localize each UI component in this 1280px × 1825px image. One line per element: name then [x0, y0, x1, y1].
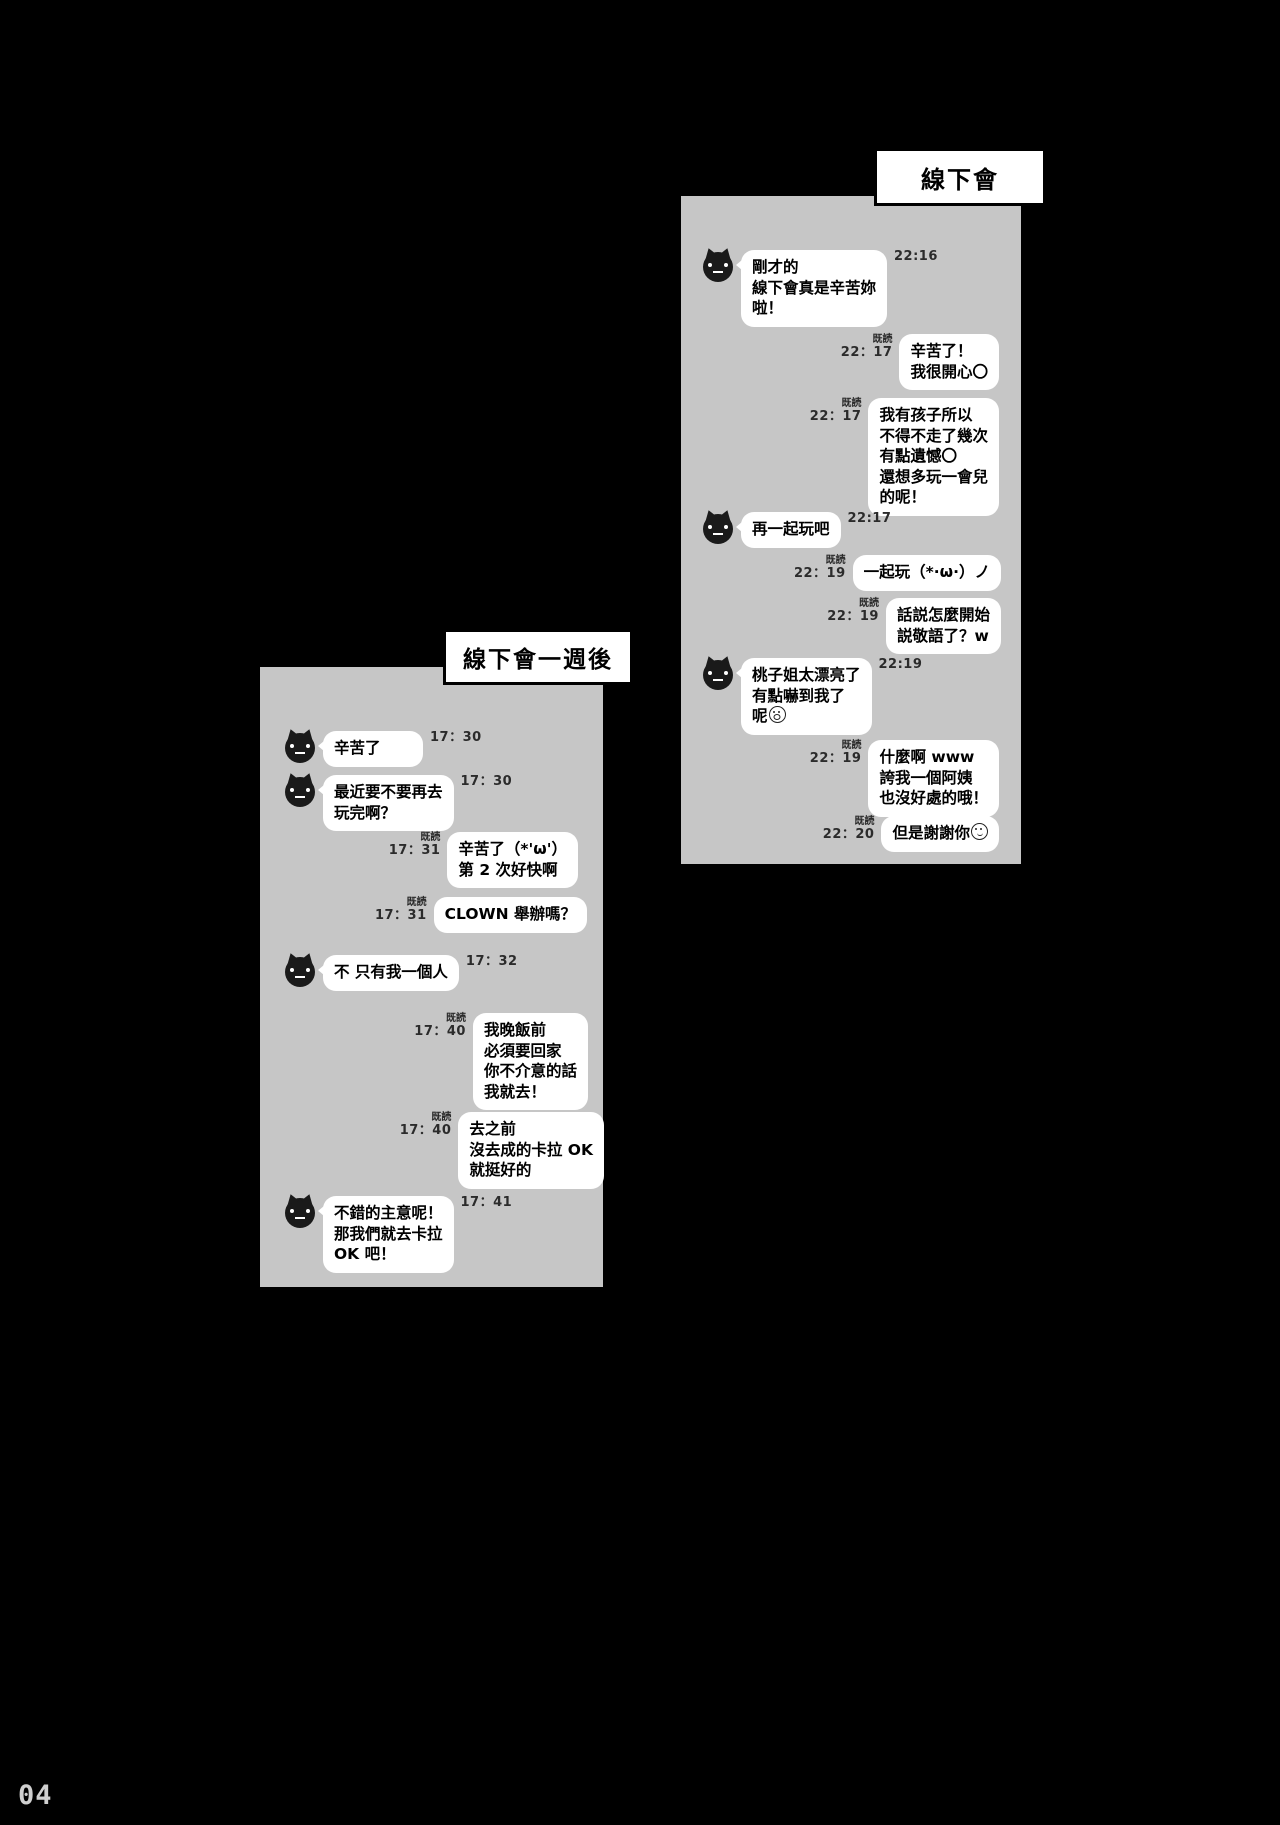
read-receipt: 既読	[841, 740, 862, 751]
message-bubble: 什麼啊 www 誇我一個阿姨 也沒好處的哦！	[868, 740, 999, 817]
smiling-face-emoji-icon	[971, 823, 988, 840]
message-meta: 既読 17：40	[400, 1112, 452, 1140]
message-row: 剛才的 線下會真是辛苦妳 啦！ 22:16	[703, 249, 938, 327]
message-row: 去之前 沒去成的卡拉 OK 就挺好的 既読 17：40	[400, 1112, 604, 1189]
message-row: 辛苦了 17：30	[285, 730, 482, 767]
read-receipt: 既読	[825, 555, 846, 566]
message-time: 17：31	[374, 907, 427, 923]
message-row: 最近要不要再去 玩完啊？ 17：30	[285, 774, 513, 832]
message-time: 17：32	[465, 954, 518, 969]
message-time: 22：19	[793, 565, 846, 581]
message-meta: 17：32	[465, 954, 518, 972]
message-meta: 既読 17：31	[375, 897, 427, 925]
message-bubble: 去之前 沒去成的卡拉 OK 就挺好的	[458, 1112, 604, 1189]
message-time: 22：19	[809, 750, 862, 766]
message-time: 17：40	[414, 1023, 466, 1039]
message-meta: 17：30	[430, 730, 482, 748]
read-receipt: 既読	[445, 1013, 466, 1024]
message-row: 再一起玩吧 22:17	[703, 511, 892, 548]
cat-avatar-icon	[285, 777, 315, 807]
message-bubble: 辛苦了！ 我很開心〇	[899, 334, 999, 391]
message-row: 不錯的主意呢！ 那我們就去卡拉 OK 吧！ 17：41	[285, 1195, 513, 1273]
cat-avatar-icon	[703, 514, 733, 544]
read-receipt: 既読	[841, 398, 862, 409]
message-row: 不 只有我一個人 17：32	[285, 954, 518, 991]
message-meta: 22:16	[894, 249, 938, 267]
cat-avatar-icon	[285, 1198, 315, 1228]
message-row: CLOWN 舉辦嗎？ 既読 17：31	[375, 897, 587, 933]
message-bubble: 不 只有我一個人	[318, 955, 459, 991]
message-meta: 既読 22：19	[810, 740, 862, 768]
message-meta: 既読 22：19	[794, 555, 846, 583]
message-meta: 22:19	[878, 657, 923, 675]
shocked-face-emoji-icon	[768, 706, 786, 724]
section-header-offline-meet: 線下會	[874, 148, 1046, 206]
read-receipt: 既読	[406, 897, 427, 908]
message-meta: 既読 17：31	[389, 832, 441, 860]
message-meta: 既読 17：40	[414, 1013, 466, 1041]
message-bubble: 我有孩子所以 不得不走了幾次 有點遺憾〇 還想多玩一會兒 的呢！	[868, 398, 999, 517]
message-row: 一起玩（*·ω·）ノ 既読 22：19	[794, 555, 1001, 591]
cat-avatar-icon	[285, 957, 315, 987]
message-time: 22：17	[809, 408, 862, 424]
message-time: 17：31	[388, 842, 441, 858]
message-row: 我有孩子所以 不得不走了幾次 有點遺憾〇 還想多玩一會兒 的呢！ 既読 22：1…	[810, 398, 999, 517]
message-bubble: 再一起玩吧	[736, 512, 841, 548]
message-bubble: 但是謝謝你	[881, 816, 999, 852]
read-receipt: 既読	[872, 334, 893, 345]
read-receipt: 既読	[431, 1112, 452, 1123]
message-time: 22:17	[847, 511, 892, 526]
message-time: 22:16	[894, 249, 938, 264]
page-number: 04	[18, 1780, 53, 1811]
read-receipt: 既読	[420, 832, 441, 843]
message-bubble: 我晚飯前 必須要回家 你不介意的話 我就去！	[472, 1013, 588, 1111]
message-time: 17：41	[460, 1195, 513, 1210]
message-meta: 22:17	[847, 511, 892, 529]
message-bubble: 不錯的主意呢！ 那我們就去卡拉 OK 吧！	[318, 1196, 454, 1273]
message-time: 17：40	[399, 1122, 452, 1138]
cat-avatar-icon	[703, 660, 733, 690]
message-row: 辛苦了（*'ω'） 第 2 次好快啊 既読 17：31	[389, 832, 578, 889]
message-meta: 既読 22：19	[827, 598, 879, 626]
message-row: 但是謝謝你 既読 22：20	[823, 816, 999, 852]
message-row: 我晚飯前 必須要回家 你不介意的話 我就去！ 既読 17：40	[414, 1013, 588, 1111]
message-text: 桃子姐太漂亮了 有點嚇到我了 呢	[752, 666, 861, 726]
message-row: 辛苦了！ 我很開心〇 既読 22：17	[841, 334, 999, 391]
cat-avatar-icon	[285, 733, 315, 763]
read-receipt: 既読	[854, 816, 875, 827]
message-row: 桃子姐太漂亮了 有點嚇到我了 呢 22:19	[703, 657, 923, 735]
message-bubble: 最近要不要再去 玩完啊？	[318, 775, 454, 832]
message-row: 什麼啊 www 誇我一個阿姨 也沒好處的哦！ 既読 22：19	[810, 740, 999, 817]
message-bubble: 桃子姐太漂亮了 有點嚇到我了 呢	[736, 658, 872, 735]
message-time: 17：30	[430, 730, 482, 745]
message-bubble: 話説怎麼開始 説敬語了？w	[885, 598, 1001, 655]
message-time: 17：30	[460, 774, 513, 789]
message-time: 22：17	[840, 344, 893, 360]
message-row: 話説怎麼開始 説敬語了？w 既読 22：19	[827, 598, 1001, 655]
message-bubble: 辛苦了（*'ω'） 第 2 次好快啊	[447, 832, 578, 889]
message-meta: 既読 22：17	[841, 334, 893, 362]
message-meta: 17：41	[460, 1195, 513, 1213]
message-time: 22：20	[822, 826, 875, 842]
message-meta: 17：30	[460, 774, 513, 792]
message-meta: 既読 22：20	[823, 816, 875, 844]
message-bubble: 辛苦了	[318, 731, 423, 767]
message-bubble: CLOWN 舉辦嗎？	[433, 897, 587, 933]
message-time: 22：19	[827, 608, 879, 624]
read-receipt: 既読	[858, 598, 879, 609]
message-bubble: 剛才的 線下會真是辛苦妳 啦！	[735, 250, 888, 327]
message-meta: 既読 22：17	[810, 398, 862, 426]
section-header-one-week-after: 線下會一週後	[443, 629, 633, 685]
message-text: 但是謝謝你	[892, 824, 970, 842]
message-bubble: 一起玩（*·ω·）ノ	[852, 555, 1001, 591]
message-time: 22:19	[878, 657, 923, 672]
cat-avatar-icon	[703, 252, 733, 282]
